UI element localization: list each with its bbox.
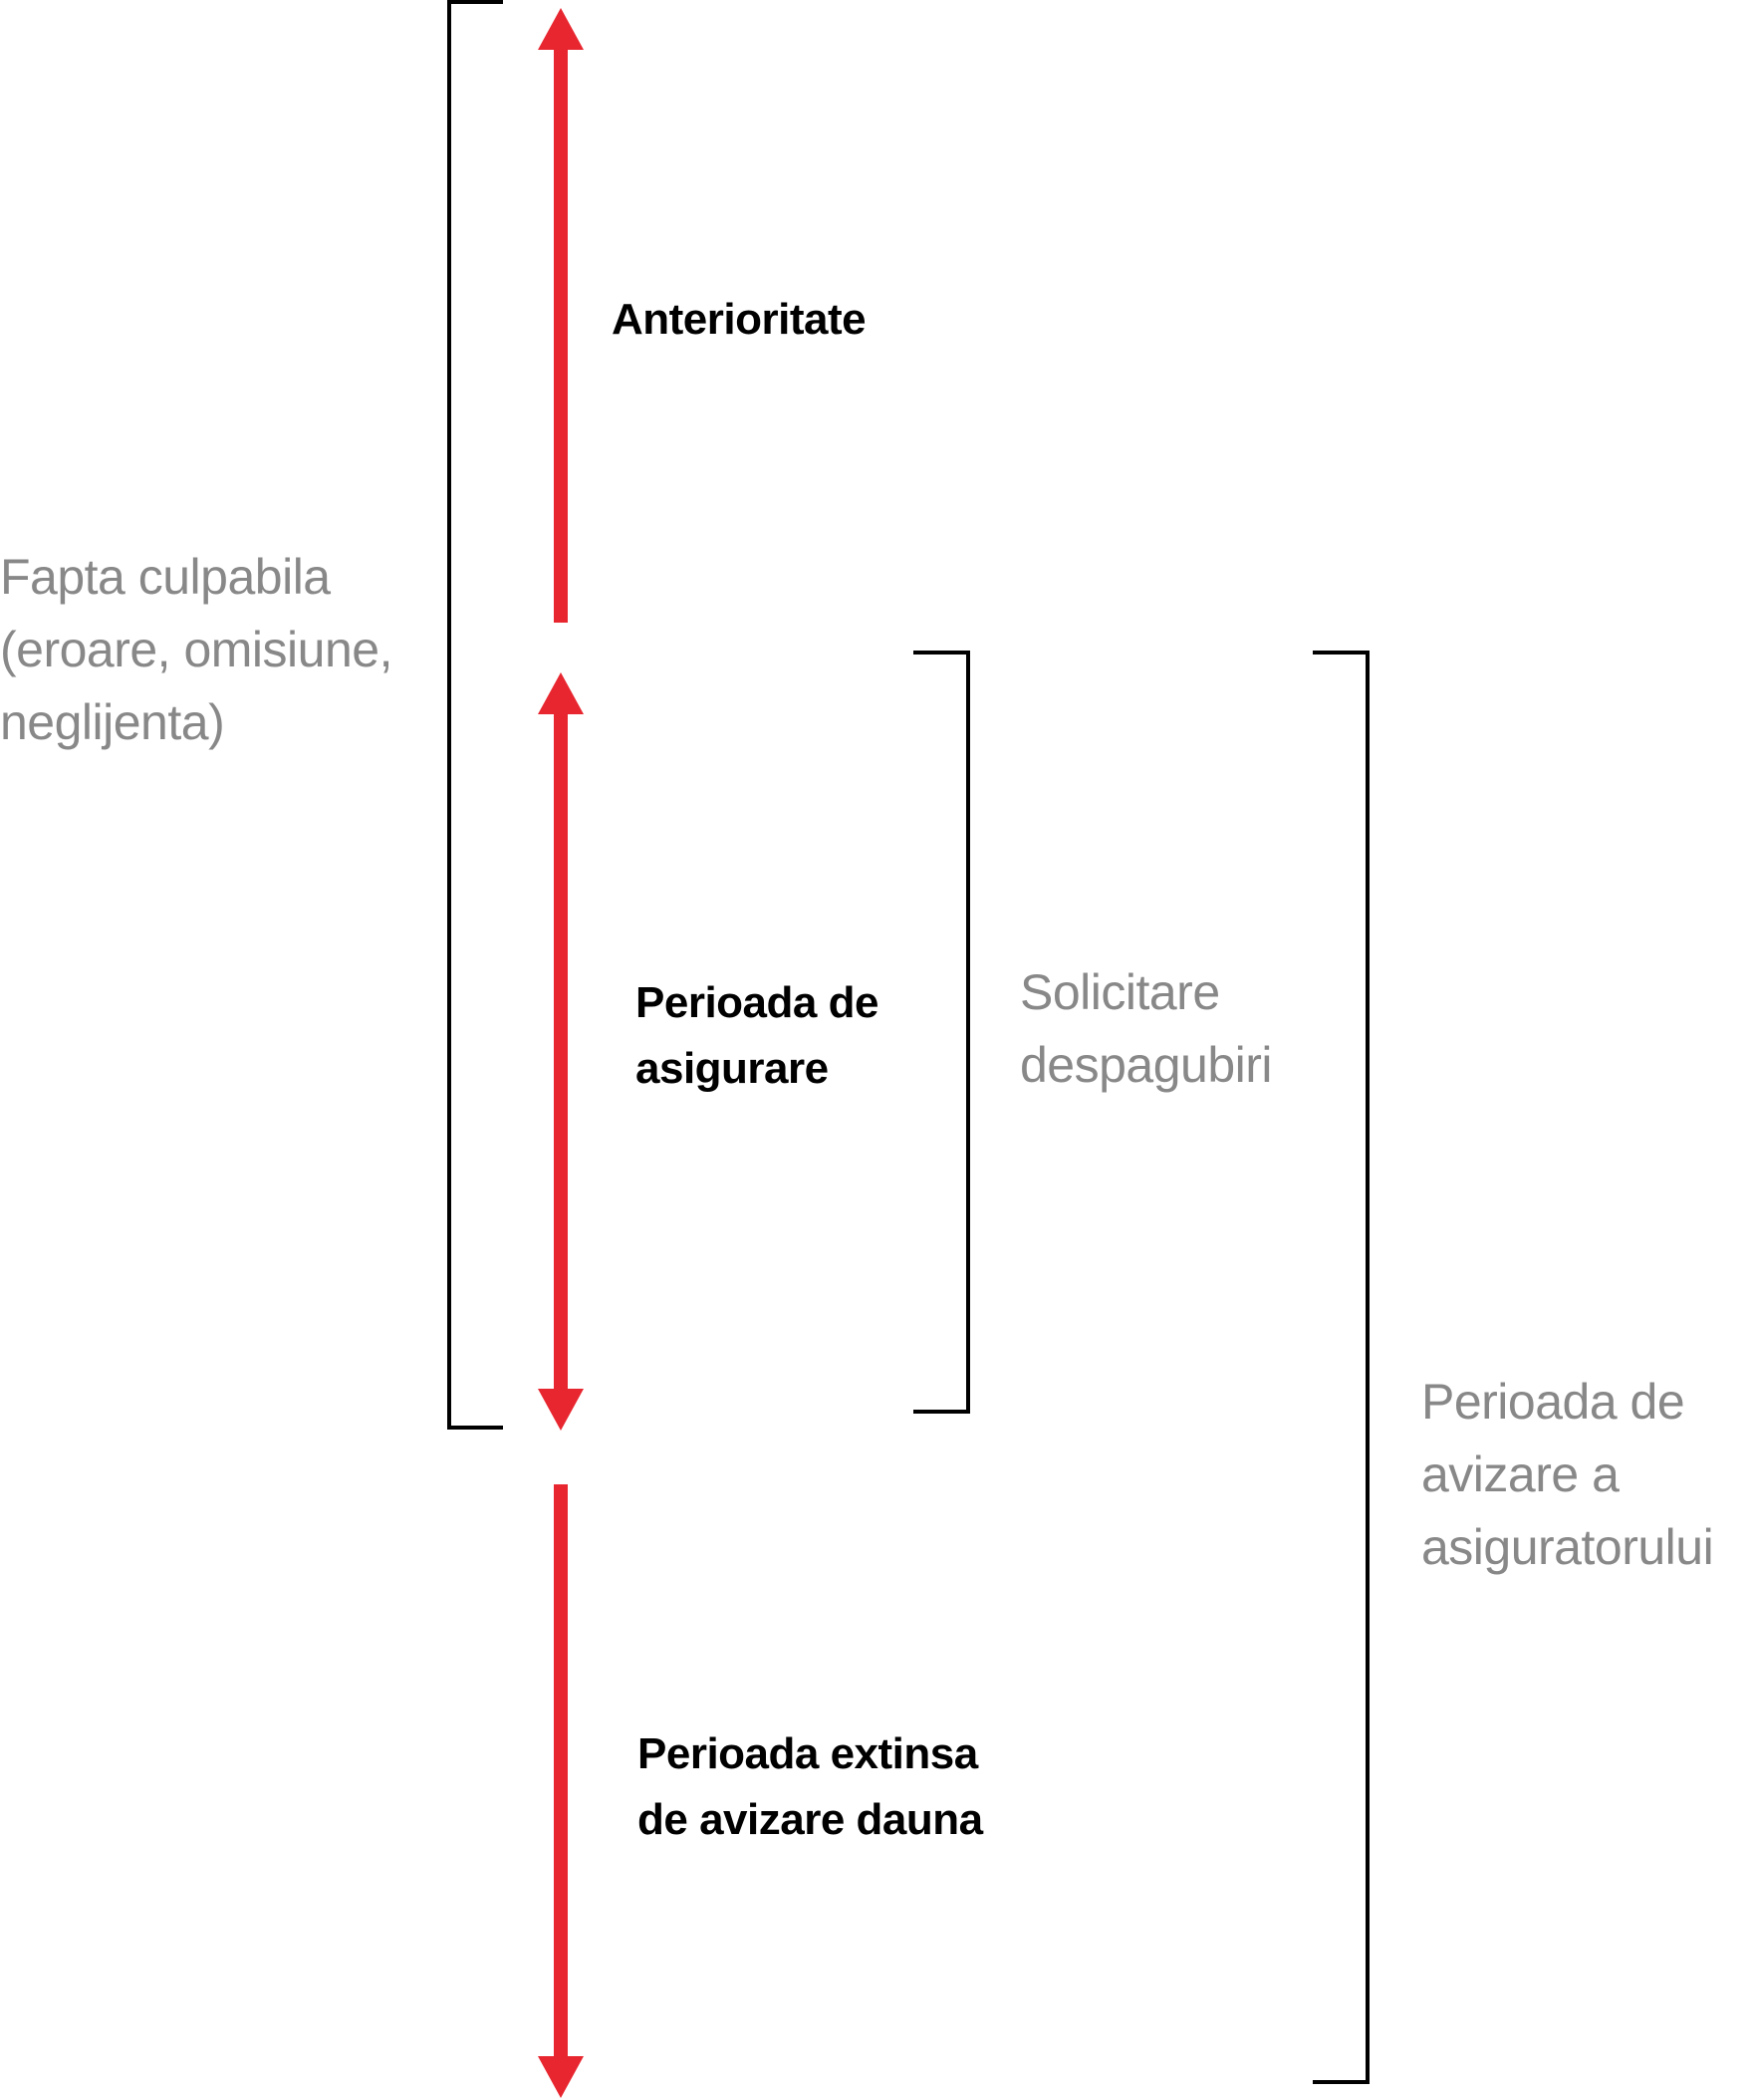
perioada-extinsa-label-line-1: Perioada extinsa (637, 1729, 978, 1778)
solicitare-bracket (913, 651, 970, 1414)
fapta-culpabila-bracket (447, 0, 503, 1430)
perioada-avizare-label: Perioada de avizare a asiguratorului (1421, 1366, 1714, 1584)
anteriority-arrow-head-up (538, 8, 584, 50)
perioada-asigurare-label-line-2: asigurare (635, 1044, 829, 1093)
fapta-culpabila-label-line-2: (eroare, omisiune, (0, 622, 392, 677)
anterioritate-label-line-1: Anterioritate (612, 295, 867, 344)
insurance-period-arrow-head-down (538, 1389, 584, 1431)
solicitare-label: Solicitare despagubiri (1020, 956, 1273, 1102)
perioada-avizare-label-line-1: Perioada de (1421, 1374, 1685, 1430)
fapta-culpabila-label-line-3: neglijenta) (0, 694, 225, 750)
solicitare-label-line-1: Solicitare (1020, 964, 1220, 1020)
insurance-period-arrow-head-up (538, 672, 584, 714)
perioada-avizare-label-line-2: avizare a (1421, 1446, 1620, 1502)
perioada-asigurare-label-line-1: Perioada de (635, 978, 878, 1027)
extended-reporting-arrow-head-down (538, 2056, 584, 2098)
avizare-asigurator-bracket (1313, 651, 1370, 2084)
solicitare-label-line-2: despagubiri (1020, 1037, 1273, 1093)
fapta-culpabila-label: Fapta culpabila (eroare, omisiune, negli… (0, 541, 392, 759)
perioada-asigurare-label: Perioada de asigurare (635, 970, 878, 1102)
insurance-period-arrow (538, 672, 584, 1431)
fapta-culpabila-label-line-1: Fapta culpabila (0, 549, 331, 605)
perioada-extinsa-label-line-2: de avizare dauna (637, 1795, 983, 1844)
perioada-extinsa-label: Perioada extinsa de avizare dauna (637, 1721, 983, 1853)
extended-reporting-arrow (538, 1484, 584, 2098)
perioada-avizare-label-line-3: asiguratorului (1421, 1519, 1714, 1575)
anteriority-arrow (538, 8, 584, 623)
anterioritate-label: Anterioritate (612, 287, 867, 353)
